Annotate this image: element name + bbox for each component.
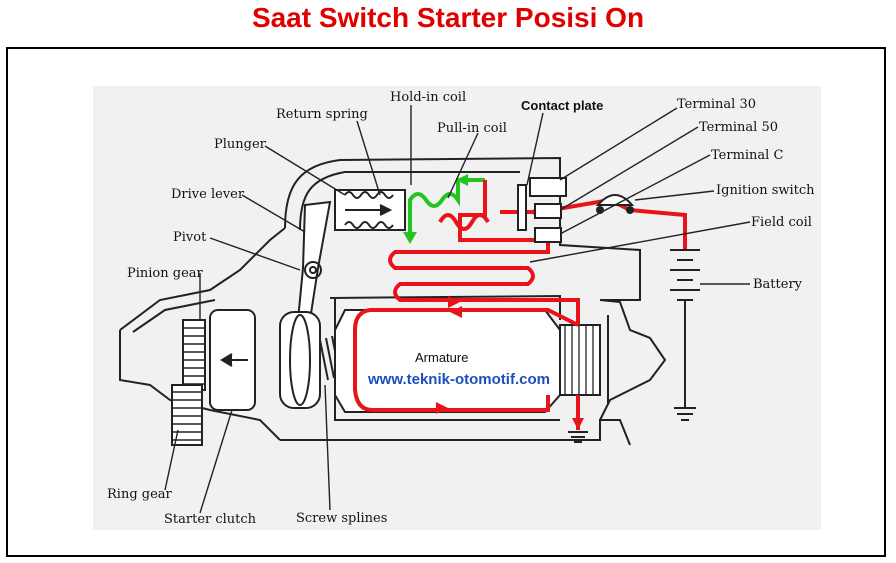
label-pull-in-coil: Pull-in coil: [437, 121, 507, 136]
label-hold-in-coil: Hold-in coil: [390, 90, 466, 105]
label-ignition-switch: Ignition switch: [716, 183, 815, 198]
label-ring-gear: Ring gear: [107, 487, 173, 502]
starter-clutch-shape: [209, 309, 321, 411]
label-return-spring: Return spring: [276, 107, 368, 122]
label-contact-plate: Contact plate: [521, 98, 603, 113]
label-plunger: Plunger: [214, 137, 267, 152]
label-screw-splines: Screw splines: [296, 511, 387, 526]
label-pivot: Pivot: [173, 230, 207, 245]
screw-splines-shape: [319, 333, 347, 381]
label-pinion-gear: Pinion gear: [127, 266, 204, 281]
pinion-gear-shape: [182, 319, 206, 391]
label-terminal-30: Terminal 30: [677, 97, 756, 112]
label-field-coil: Field coil: [751, 215, 812, 230]
label-battery: Battery: [753, 277, 803, 292]
ground-symbol: [568, 345, 696, 443]
leader-lines: [164, 105, 751, 514]
label-armature: Armature: [415, 350, 468, 365]
battery-symbol: [670, 249, 700, 345]
label-drive-lever: Drive lever: [171, 187, 245, 202]
label-terminal-50: Terminal 50: [699, 120, 778, 135]
label-terminal-c: Terminal C: [711, 148, 783, 163]
terminals-block: [517, 177, 567, 243]
hold-in-arrows: [403, 174, 468, 244]
ignition-switch-symbol: [595, 194, 635, 214]
armature-body: [334, 309, 601, 413]
watermark: www.teknik-otomotif.com: [367, 371, 550, 388]
drive-lever-assembly: [296, 189, 406, 321]
label-starter-clutch: Starter clutch: [164, 512, 257, 527]
page-title: Saat Switch Starter Posisi On: [251, 2, 645, 33]
